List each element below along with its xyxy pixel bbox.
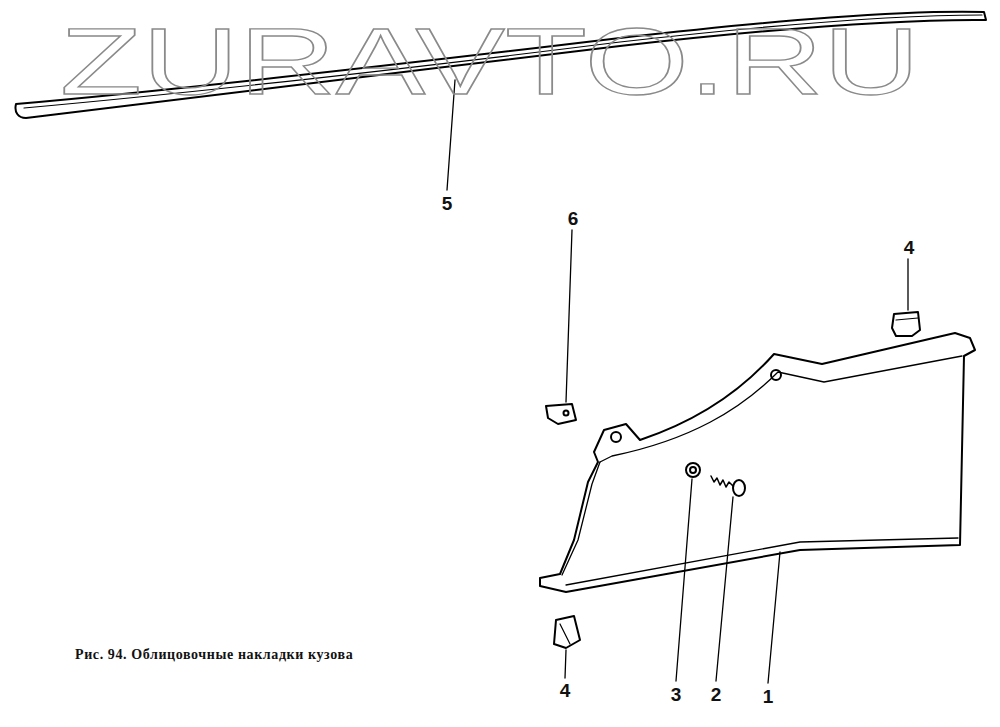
plug [554,616,580,648]
plug [896,318,918,320]
callout-number: 1 [762,687,775,706]
moulding-strip [15,12,986,118]
callout-number: 2 [710,685,723,704]
callout-number: 6 [567,209,580,228]
panel-fold [562,462,600,575]
washer-hole [690,467,696,473]
figure-caption: Рис. 94. Облицовочные накладки кузова [75,647,353,664]
callout-number: 5 [441,194,454,213]
callout-number: 4 [903,238,916,257]
plug [560,624,570,644]
washer [686,463,700,477]
leader-line [716,497,733,681]
panel-fold [566,538,958,585]
leader-line [565,650,566,678]
leader-line [907,259,908,310]
watermark: ZURAVTO.RU [60,13,920,108]
panel-fold [600,356,962,462]
screw-head [733,480,745,496]
callout-number: 3 [670,685,683,704]
leader-line [676,479,692,681]
callout-number: 4 [559,681,572,700]
leader-line [566,230,572,402]
plug [892,312,920,336]
clip-hole [564,411,569,416]
screw-shaft [711,476,733,487]
trim-panel [540,333,975,592]
panel-hole [611,432,621,442]
panel-hole [771,370,781,380]
clip [546,404,576,424]
leader-line [768,552,780,683]
